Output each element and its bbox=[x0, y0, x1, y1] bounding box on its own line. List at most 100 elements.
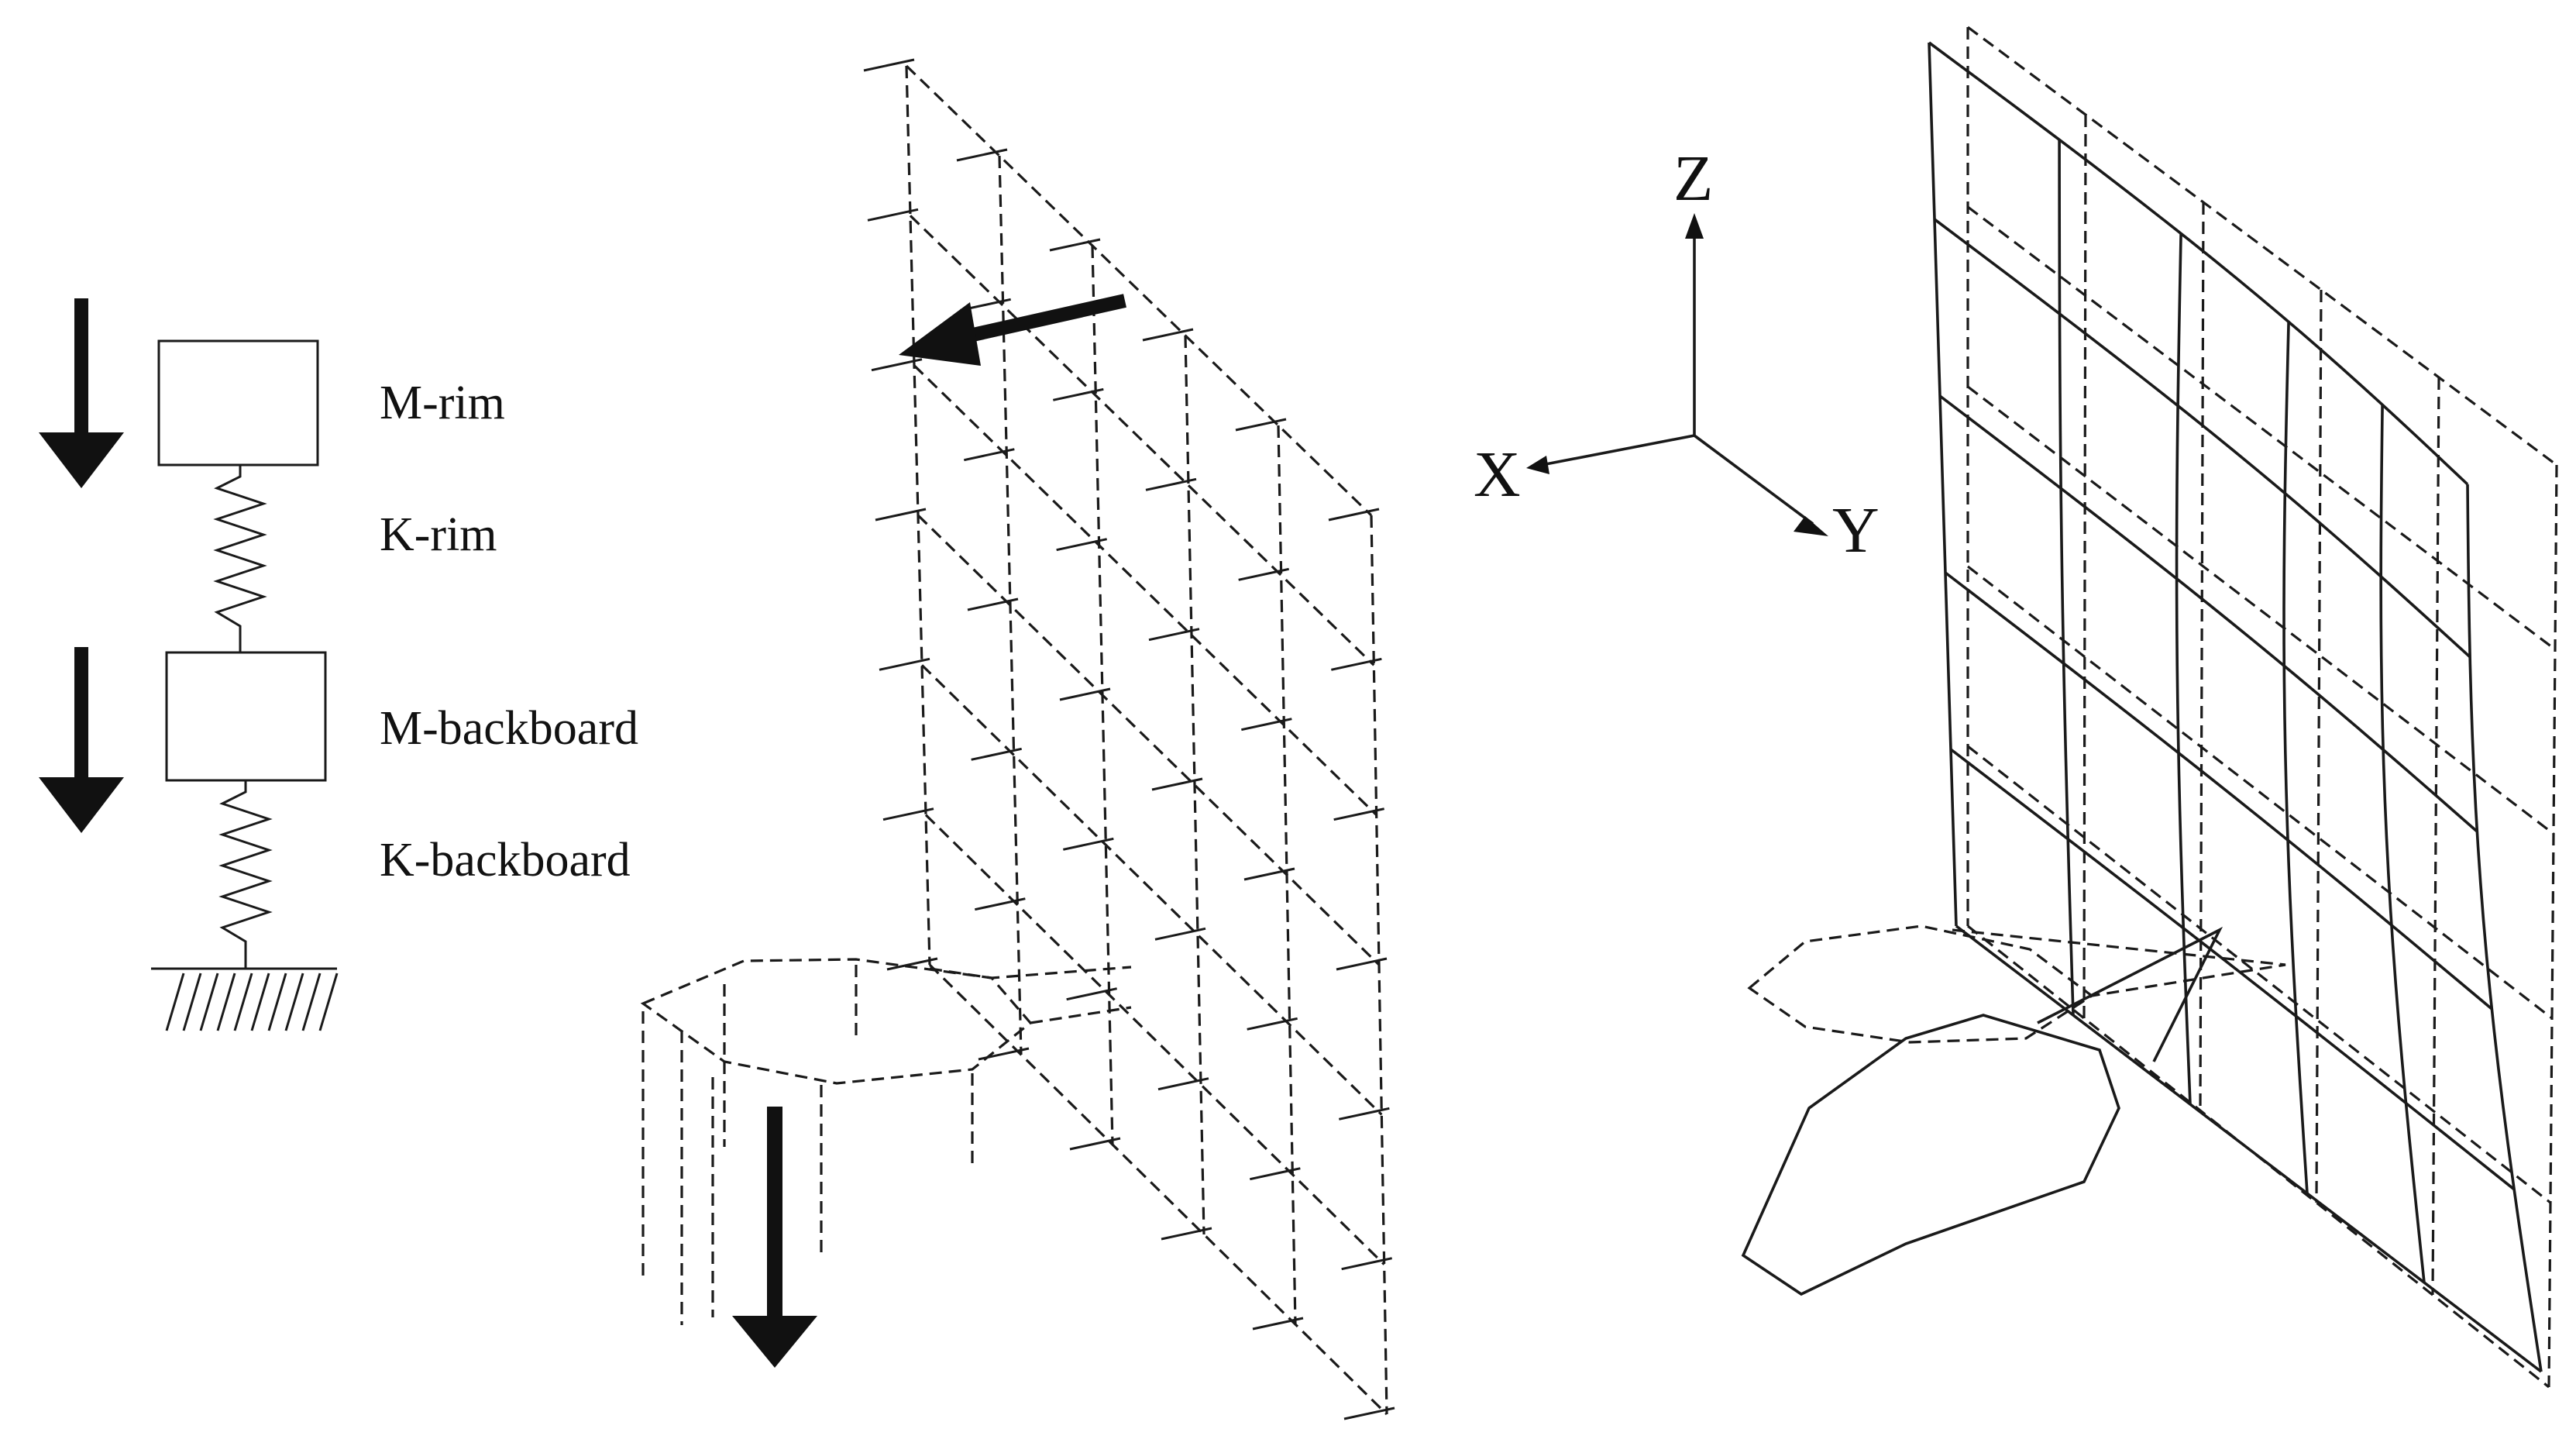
m-rim-label: M-rim bbox=[380, 377, 505, 429]
node-tick bbox=[1063, 837, 1114, 851]
node-tick bbox=[863, 58, 915, 72]
rim-deformed-bracket bbox=[2037, 926, 2223, 1062]
deformed-vertical-line bbox=[2466, 484, 2543, 1372]
rim-bracket-dashed bbox=[929, 966, 1132, 979]
ground-hatch-line bbox=[199, 973, 219, 1031]
ground-hatch-line bbox=[284, 973, 304, 1031]
backboard-grid-undeformed bbox=[1966, 26, 2558, 1389]
node-tick bbox=[1049, 238, 1101, 252]
node-tick bbox=[1331, 657, 1382, 671]
deformed-horizontal-line bbox=[1938, 394, 2478, 833]
grid-vertical-line bbox=[2431, 377, 2440, 1296]
ground-hatch-line bbox=[165, 973, 185, 1031]
node-tick bbox=[867, 208, 919, 222]
grid-horizontal-line bbox=[917, 514, 1381, 966]
deformed-vertical-line bbox=[2175, 233, 2192, 1105]
grid-horizontal-line bbox=[1967, 745, 2551, 1204]
node-tick bbox=[1161, 1227, 1212, 1241]
grid-horizontal-line bbox=[924, 814, 1385, 1265]
backboard-spring bbox=[218, 780, 273, 969]
deformed-horizontal-line bbox=[1955, 924, 2543, 1373]
node-tick bbox=[1069, 1137, 1121, 1151]
node-tick bbox=[886, 957, 938, 971]
grid-horizontal-line bbox=[1967, 565, 2553, 1020]
ground-hatch-line bbox=[318, 973, 339, 1031]
node-ticks bbox=[863, 58, 1395, 1420]
ground-hatch-line bbox=[267, 973, 287, 1031]
grid-vertical-line bbox=[2315, 289, 2323, 1203]
node-tick bbox=[875, 508, 927, 522]
deformed-vertical-line bbox=[2282, 322, 2309, 1194]
grid-vertical-line bbox=[2199, 201, 2205, 1111]
ground-hatch-line bbox=[250, 973, 270, 1031]
grid-horizontal-line bbox=[920, 664, 1383, 1116]
node-tick bbox=[967, 597, 1019, 611]
grid-horizontal-line bbox=[905, 64, 1373, 517]
node-tick bbox=[1066, 987, 1117, 1001]
node-tick bbox=[1328, 508, 1380, 522]
node-tick bbox=[1247, 1017, 1298, 1031]
node-tick bbox=[1343, 1406, 1395, 1420]
node-tick bbox=[1252, 1317, 1304, 1331]
node-tick bbox=[971, 747, 1022, 761]
backboard-load-arrow bbox=[899, 294, 1126, 366]
backboard-grid-deformed bbox=[1928, 41, 2543, 1373]
z-axis-label: Z bbox=[1673, 143, 1713, 215]
grid-vertical-line bbox=[998, 155, 1023, 1055]
coordinate-axes: Z X Y bbox=[1474, 143, 1880, 566]
deformed-mode-shape bbox=[1741, 26, 2558, 1389]
rim-octagon-dashed bbox=[640, 958, 1033, 1085]
ground-hatch-line bbox=[182, 973, 202, 1031]
node-tick bbox=[1142, 328, 1194, 342]
node-tick bbox=[1235, 418, 1287, 432]
node-tick bbox=[1250, 1167, 1301, 1181]
y-axis bbox=[1693, 434, 1814, 525]
node-tick bbox=[956, 148, 1008, 162]
deformed-vertical-line bbox=[2379, 405, 2426, 1283]
rim-deformed bbox=[1741, 1014, 2120, 1296]
backboard-force-arrow bbox=[39, 647, 124, 833]
node-tick bbox=[879, 657, 930, 671]
ground-support bbox=[151, 967, 339, 1031]
rim-load-arrow bbox=[732, 1107, 817, 1368]
grid-horizontal-line bbox=[909, 215, 1375, 666]
ground-hatch-line bbox=[233, 973, 253, 1031]
node-tick bbox=[1336, 957, 1388, 971]
grid-horizontal-line bbox=[913, 364, 1377, 816]
node-tick bbox=[1341, 1257, 1392, 1271]
y-axis-label: Y bbox=[1832, 494, 1880, 566]
deformed-horizontal-line bbox=[1944, 571, 2493, 1010]
backboard-mass-box bbox=[165, 651, 327, 782]
deformed-horizontal-line bbox=[1928, 41, 2469, 486]
m-backboard-label: M-backboard bbox=[380, 702, 638, 755]
grid-horizontal-line bbox=[928, 963, 1388, 1416]
rim-spring bbox=[213, 465, 267, 652]
undeformed-wireframe bbox=[640, 58, 1395, 1420]
k-backboard-label: K-backboard bbox=[380, 834, 631, 887]
node-tick bbox=[1243, 867, 1295, 881]
x-axis-label: X bbox=[1474, 439, 1521, 511]
node-tick bbox=[1154, 927, 1206, 941]
rim-undeformed-bracket bbox=[1952, 928, 2286, 997]
node-tick bbox=[1059, 687, 1111, 701]
node-tick bbox=[1151, 777, 1203, 791]
node-tick bbox=[1333, 807, 1384, 821]
grid-horizontal-line bbox=[1967, 26, 2557, 467]
node-tick bbox=[1148, 628, 1200, 642]
grid-horizontal-line bbox=[1967, 205, 2556, 651]
node-tick bbox=[871, 358, 923, 372]
deformed-horizontal-line bbox=[1933, 218, 2471, 659]
node-tick bbox=[1157, 1077, 1209, 1091]
grid-vertical-line bbox=[2082, 114, 2087, 1019]
grid-horizontal-line bbox=[1967, 385, 2554, 835]
node-tick bbox=[882, 807, 934, 821]
rim-undeformed-dashed bbox=[1747, 924, 2094, 1044]
node-tick bbox=[1339, 1107, 1390, 1121]
x-axis bbox=[1541, 434, 1695, 467]
node-tick bbox=[1241, 718, 1292, 732]
spring-mass-model: M-rim K-rim M-backboard K-backboard bbox=[39, 298, 638, 1031]
deformed-vertical-line bbox=[1928, 42, 1958, 927]
backboard-grid-dashed bbox=[905, 64, 1388, 1416]
deformed-vertical-line bbox=[2058, 139, 2075, 1016]
